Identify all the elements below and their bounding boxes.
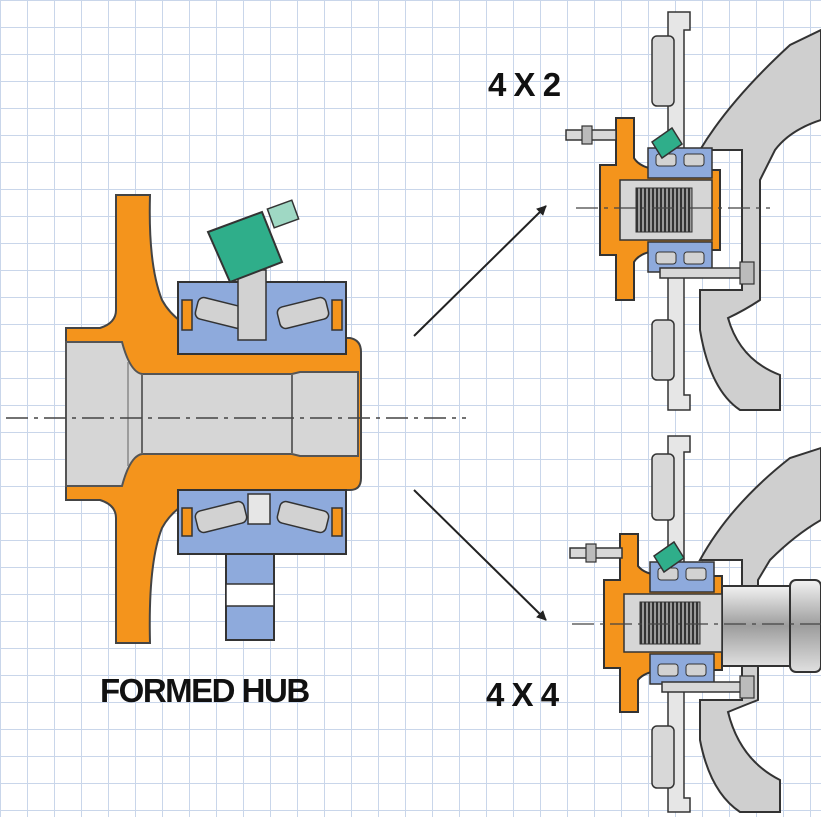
- variant-label-4x2: 4 X 2: [488, 66, 561, 103]
- variant-label-4x4: 4 X 4: [486, 676, 559, 713]
- knuckle-4x4: [698, 446, 821, 813]
- formed-hub-assembly: [6, 194, 466, 644]
- arrow-to-4x4: [413, 489, 547, 621]
- sensor-4x2: [650, 126, 684, 160]
- knuckle-bolt-4x2: [659, 261, 755, 285]
- knuckle-bolt-4x4: [661, 675, 755, 699]
- wheel-speed-sensor: [206, 199, 300, 341]
- arrow-to-4x2: [413, 205, 547, 337]
- hub-bore: [65, 341, 359, 487]
- lower-rollers: [194, 500, 330, 534]
- knuckle-4x2: [698, 28, 821, 411]
- assembly-4x4: [569, 435, 821, 813]
- formed-hub-label: FORMED HUB: [100, 672, 310, 709]
- assembly-4x2: [565, 11, 821, 411]
- sensor-4x4: [652, 540, 686, 574]
- wheel-stud-4x4: [569, 543, 623, 563]
- wheel-stud-4x2: [565, 125, 617, 145]
- cv-joint-4x4: [715, 579, 821, 673]
